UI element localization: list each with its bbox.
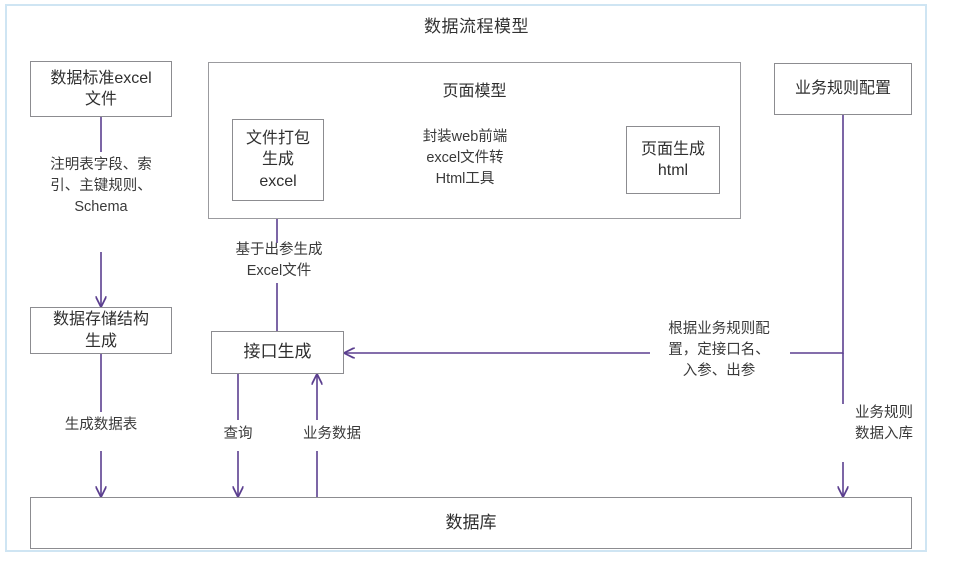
node-label: 数据存储结构 生成 [52, 311, 149, 350]
edge-label-business-data: 业务数据 [303, 426, 361, 442]
edge-label-schema-note: 注明表字段、索 引、主键规则、 Schema [50, 157, 152, 216]
node-label: 业务规则配置 [794, 80, 891, 98]
edge-label-rule-data-into-db: 业务规则 数据入库 [855, 405, 913, 443]
node-label: 数据库 [445, 512, 497, 532]
node-label: 数据标准excel 文件 [50, 69, 152, 108]
node-label: 文件打包 生成 excel [245, 130, 310, 190]
edge-label-rule-based-interface: 根据业务规则配 置，定接口名、 入参、出参 [668, 321, 770, 380]
node-interface-generate[interactable]: 接口生成 [211, 331, 344, 374]
node-label: 接口生成 [243, 342, 312, 362]
edge-label-web-front-tool: 封装web前端 excel文件转 Html工具 [422, 129, 508, 188]
page-title: 数据流程模型 [424, 17, 529, 36]
node-file-package-excel[interactable]: 文件打包 生成 excel [232, 119, 324, 201]
edge-label-generate-data-table: 生成数据表 [64, 417, 138, 433]
node-data-storage-structure[interactable]: 数据存储结构 生成 [30, 307, 172, 354]
node-page-generate-html[interactable]: 页面生成 html [626, 126, 720, 194]
node-business-rule-config[interactable]: 业务规则配置 [774, 63, 912, 115]
node-data-standard-excel[interactable]: 数据标准excel 文件 [30, 61, 172, 117]
node-label: 页面生成 html [640, 140, 705, 179]
edge-label-excel-from-output: 基于出参生成 Excel文件 [235, 242, 323, 280]
node-database[interactable]: 数据库 [30, 497, 912, 549]
edge-label-query: 查询 [223, 426, 253, 442]
container-title: 页面模型 [442, 83, 507, 100]
